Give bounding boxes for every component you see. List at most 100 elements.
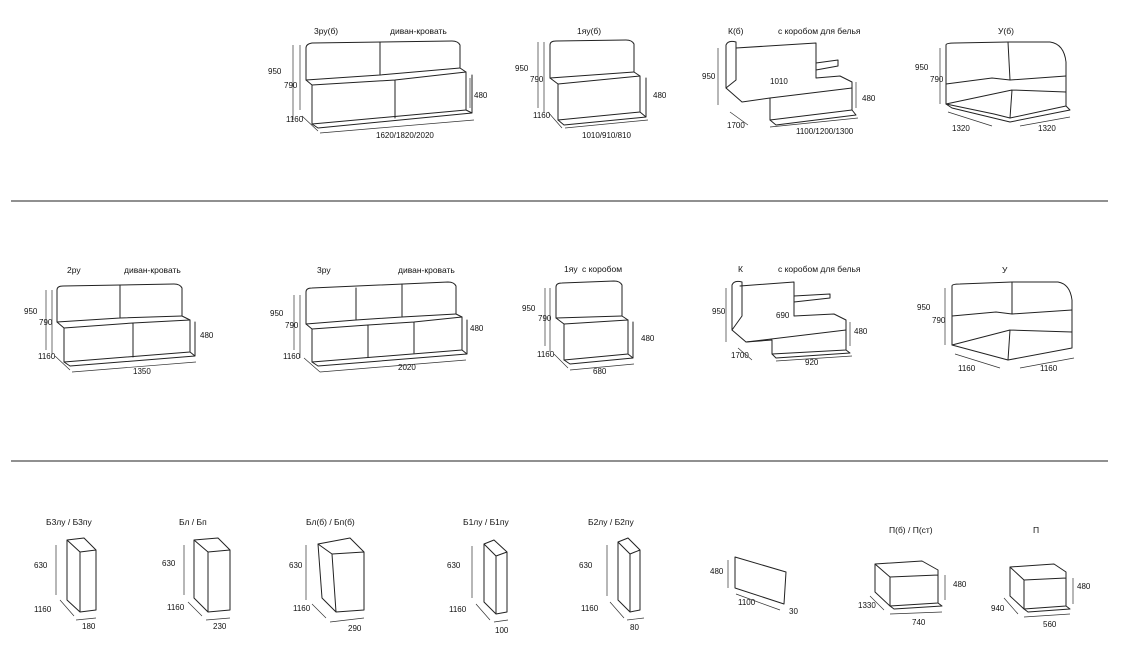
dim-height-total: 950 [515, 64, 529, 73]
dim-depth: 1160 [533, 111, 551, 120]
dim-depth: 1160 [581, 604, 599, 613]
dim-height-seat: 790 [930, 75, 944, 84]
dim-depth: 1160 [167, 603, 185, 612]
dim-depth: 1700 [727, 121, 745, 130]
module-code: 3ру [317, 265, 331, 275]
dim-height-total: 950 [712, 307, 726, 316]
dim-height: 480 [1077, 582, 1091, 591]
dim-height-arm: 480 [470, 324, 484, 333]
dim-width: 1160 [1040, 364, 1058, 373]
dim-height-total: 950 [270, 309, 284, 318]
dim-depth: 1160 [537, 350, 555, 359]
dim-height-total: 950 [24, 307, 38, 316]
dim-inner: 690 [776, 311, 790, 320]
dim-width: 1320 [1038, 124, 1056, 133]
dim-width: 680 [593, 367, 607, 376]
dim-depth: 1160 [449, 605, 467, 614]
dim-height-total: 950 [522, 304, 536, 313]
module-code: П(б) / П(ст) [889, 525, 933, 535]
dim-depth: 1160 [958, 364, 976, 373]
dim-width: 740 [912, 618, 926, 627]
module-code: У [1002, 265, 1008, 275]
module-code: К(б) [728, 26, 744, 36]
dim-height-arm: 480 [641, 334, 655, 343]
module-note: с коробом для белья [778, 26, 861, 36]
module-code: Б2лу / Б2пу [588, 517, 634, 527]
module-code: Б3лу / Б3пу [46, 517, 92, 527]
dim-width: 230 [213, 622, 227, 631]
dim-depth: 1160 [283, 352, 301, 361]
dim-width: 1100/1200/1300 [796, 127, 854, 136]
dim-height-arm: 480 [200, 331, 214, 340]
dim-height: 630 [162, 559, 176, 568]
module-code: 2ру [67, 265, 81, 275]
dim-depth: 1320 [952, 124, 970, 133]
dim-height-total: 950 [268, 67, 282, 76]
module-code: Бл / Бп [179, 517, 207, 527]
dim-inner: 1010 [770, 77, 788, 86]
module-note: диван-кровать [398, 265, 455, 275]
dim-height-arm: 480 [653, 91, 667, 100]
dim-width: 920 [805, 358, 819, 367]
dim-depth: 1160 [293, 604, 311, 613]
dim-height-seat: 790 [284, 81, 298, 90]
dim-height: 630 [579, 561, 593, 570]
dim-height-total: 950 [702, 72, 716, 81]
module-code: Бл(б) / Бп(б) [306, 517, 355, 527]
module-code: Б1лу / Б1пу [463, 517, 509, 527]
dim-width: 100 [495, 626, 509, 635]
dim-width: 1620/1820/2020 [376, 131, 434, 140]
dim-depth: 1700 [731, 351, 749, 360]
dim-width: 2020 [398, 363, 416, 372]
dim-height-total: 950 [917, 303, 931, 312]
module-code: 1яу [564, 264, 578, 274]
dim-height: 630 [447, 561, 461, 570]
dim-depth: 1160 [286, 115, 304, 124]
dim-height-seat: 790 [530, 75, 544, 84]
dim-depth: 1330 [858, 601, 876, 610]
dim-depth: 1100 [738, 598, 756, 607]
dim-width: 1350 [133, 367, 151, 376]
dim-height: 630 [289, 561, 303, 570]
dim-height-seat: 790 [932, 316, 946, 325]
dim-height: 480 [710, 567, 724, 576]
dim-depth: 1160 [34, 605, 52, 614]
module-note: с коробом [582, 264, 623, 274]
dim-width: 30 [789, 607, 798, 616]
dim-height: 480 [953, 580, 967, 589]
dim-depth: 940 [991, 604, 1005, 613]
module-code: 1яу(б) [577, 26, 602, 36]
module-code: 3ру(б) [314, 26, 339, 36]
dim-width: 80 [630, 623, 639, 632]
dim-height: 630 [34, 561, 48, 570]
dim-height-total: 950 [915, 63, 929, 72]
module-note: с коробом для белья [778, 264, 861, 274]
module-note: диван-кровать [390, 26, 447, 36]
dim-height-arm: 480 [474, 91, 488, 100]
module-note: диван-кровать [124, 265, 181, 275]
dim-width: 180 [82, 622, 96, 631]
dim-height-arm: 480 [854, 327, 868, 336]
dim-height-arm: 480 [862, 94, 876, 103]
module-code: У(б) [998, 26, 1014, 36]
module-code: П [1033, 525, 1040, 535]
dim-height-seat: 790 [285, 321, 299, 330]
dim-width: 290 [348, 624, 362, 633]
dim-width: 1010/910/810 [582, 131, 631, 140]
